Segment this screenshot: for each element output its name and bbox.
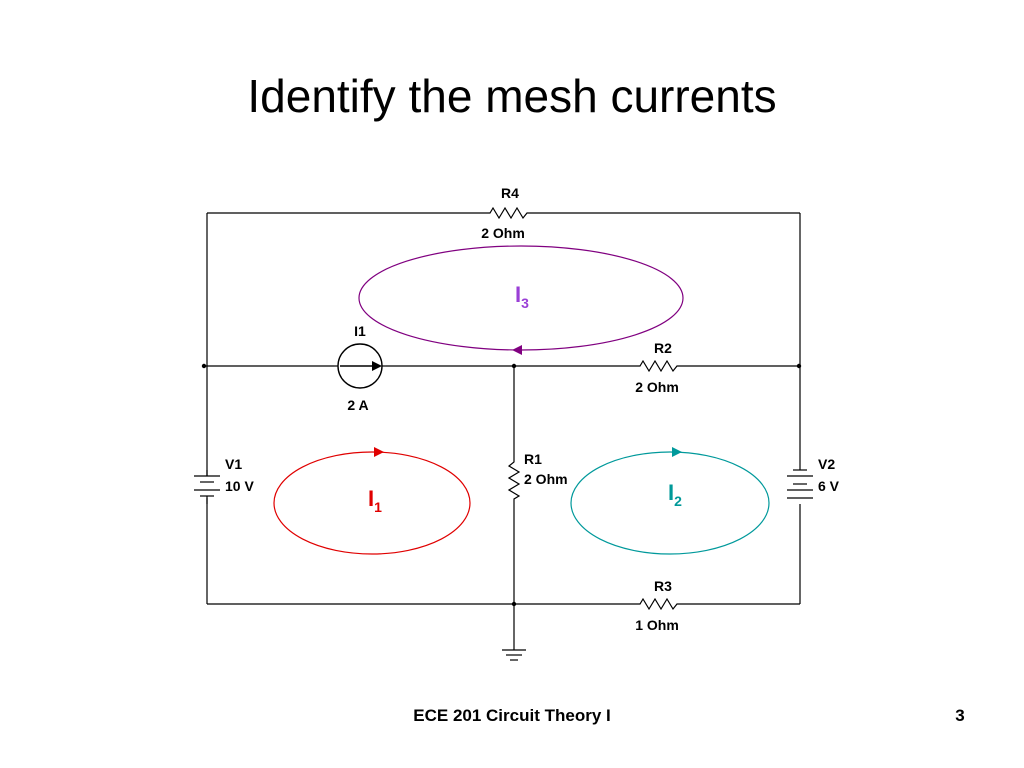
resistor-r2: R2 2 Ohm [635, 340, 685, 395]
mesh-i3-label: I3 [515, 282, 529, 311]
junction-dot [201, 363, 207, 369]
mesh-i1-label: I1 [368, 486, 382, 515]
battery-v2: V2 6 V [787, 456, 840, 499]
resistor-r3-symbol [635, 597, 685, 611]
current-source-i1: I1 2 A [334, 323, 386, 413]
current-source-arrow-icon [372, 361, 382, 371]
battery-v1: V1 10 V [194, 456, 254, 504]
battery-v1-value: 10 V [225, 478, 254, 494]
resistor-r1-symbol [507, 455, 521, 505]
mesh-i2-arrow-icon [672, 447, 682, 457]
junction-dot [511, 363, 517, 369]
circuit-wires [204, 212, 801, 650]
junction-dot [796, 363, 802, 369]
resistor-r3-value: 1 Ohm [635, 617, 679, 633]
resistor-r3: R3 1 Ohm [635, 578, 685, 633]
resistor-r2-symbol [635, 359, 685, 373]
ground-icon [502, 649, 526, 661]
mesh-current-i3: I3 [358, 245, 684, 355]
mesh-i2-loop [570, 451, 770, 555]
battery-v2-name: V2 [818, 456, 835, 472]
resistor-r2-value: 2 Ohm [635, 379, 679, 395]
mesh-current-i1: I1 [273, 447, 471, 555]
resistor-r1: R1 2 Ohm [507, 451, 568, 505]
battery-v2-value: 6 V [818, 478, 840, 494]
resistor-r1-value: 2 Ohm [524, 471, 568, 487]
mesh-i2-label: I2 [668, 480, 682, 509]
slide-footer: ECE 201 Circuit Theory I [413, 706, 611, 725]
current-source-i1-name: I1 [354, 323, 366, 339]
resistor-r2-name: R2 [654, 340, 672, 356]
page-number: 3 [955, 706, 965, 725]
current-source-i1-value: 2 A [347, 397, 368, 413]
junction-dot [511, 601, 517, 607]
slide-title: Identify the mesh currents [247, 70, 777, 122]
resistor-r4-value: 2 Ohm [481, 225, 525, 241]
resistor-r4: R4 2 Ohm [481, 185, 535, 241]
battery-v1-name: V1 [225, 456, 242, 472]
resistor-r4-name: R4 [501, 185, 519, 201]
mesh-i1-loop [273, 451, 471, 555]
mesh-current-i2: I2 [570, 447, 770, 555]
junction-dots [201, 363, 802, 607]
mesh-i3-arrow-icon [512, 345, 522, 355]
resistor-r4-symbol [485, 206, 535, 220]
resistor-r1-name: R1 [524, 451, 542, 467]
mesh-i1-arrow-icon [374, 447, 384, 457]
resistor-r3-name: R3 [654, 578, 672, 594]
